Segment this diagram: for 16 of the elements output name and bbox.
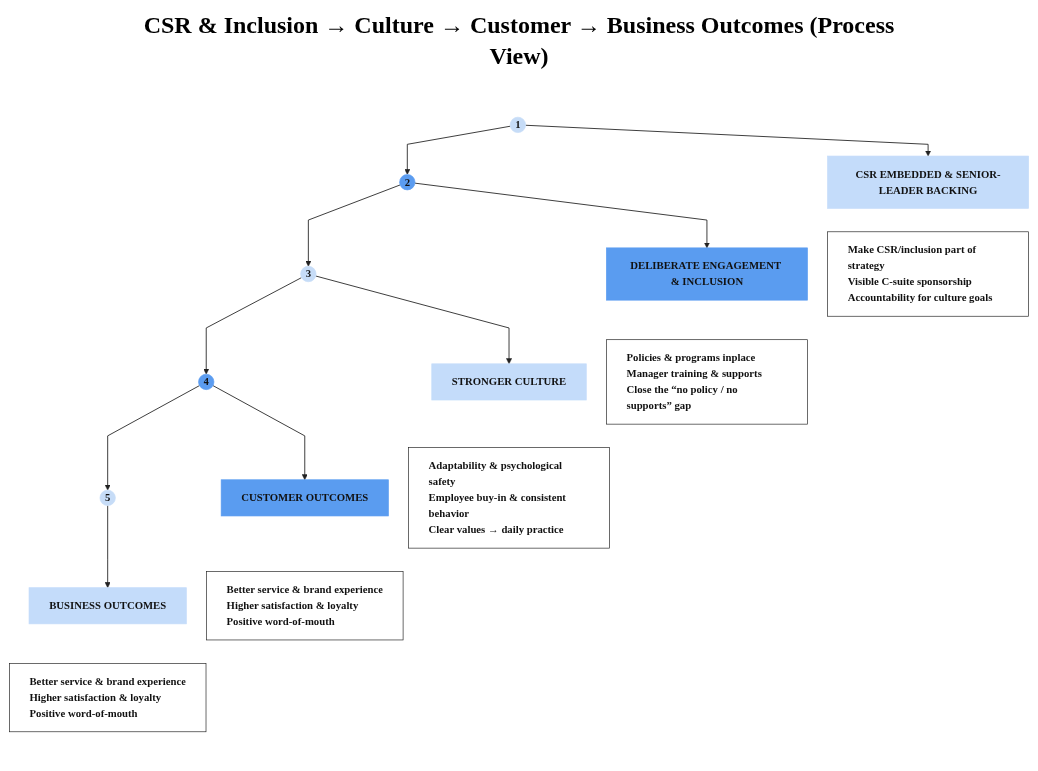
node-circle: 5 [99,490,116,507]
node-box: CSR EMBEDDED & SENIOR-LEADER BACKING [827,156,1029,210]
node-box: Better service & brand experience Higher satisfaction & loyalty Positive word-of-mouth [206,571,404,641]
node-box: Better service & brand experience Higher satisfaction & loyalty Positive word-of-mouth [9,663,207,733]
node-circle: 3 [300,266,317,283]
node-box: Make CSR/inclusion part of strategy Visible C-suite sponsorship Accountability for culture goals [827,231,1029,317]
node-box: DELIBERATE ENGAGEMENT & INCLUSION [606,247,808,301]
node-box: Adaptability & psychological safety Employee buy-in & consistent behavior Clear values → daily practice [408,447,610,549]
diagram-title: CSR & Inclusion → Culture → Customer → Business Outcomes (Process View) [142,11,896,72]
node-box: Policies & programs inplace Manager training & supports Close the “no policy / no supports” gap [606,339,808,425]
node-box: BUSINESS OUTCOMES [28,587,187,625]
node-circle: 4 [198,374,215,391]
node-box: CUSTOMER OUTCOMES [220,479,389,517]
node-circle: 2 [399,174,416,191]
node-circle: 1 [509,117,526,134]
node-box: STRONGER CULTURE [431,363,587,401]
